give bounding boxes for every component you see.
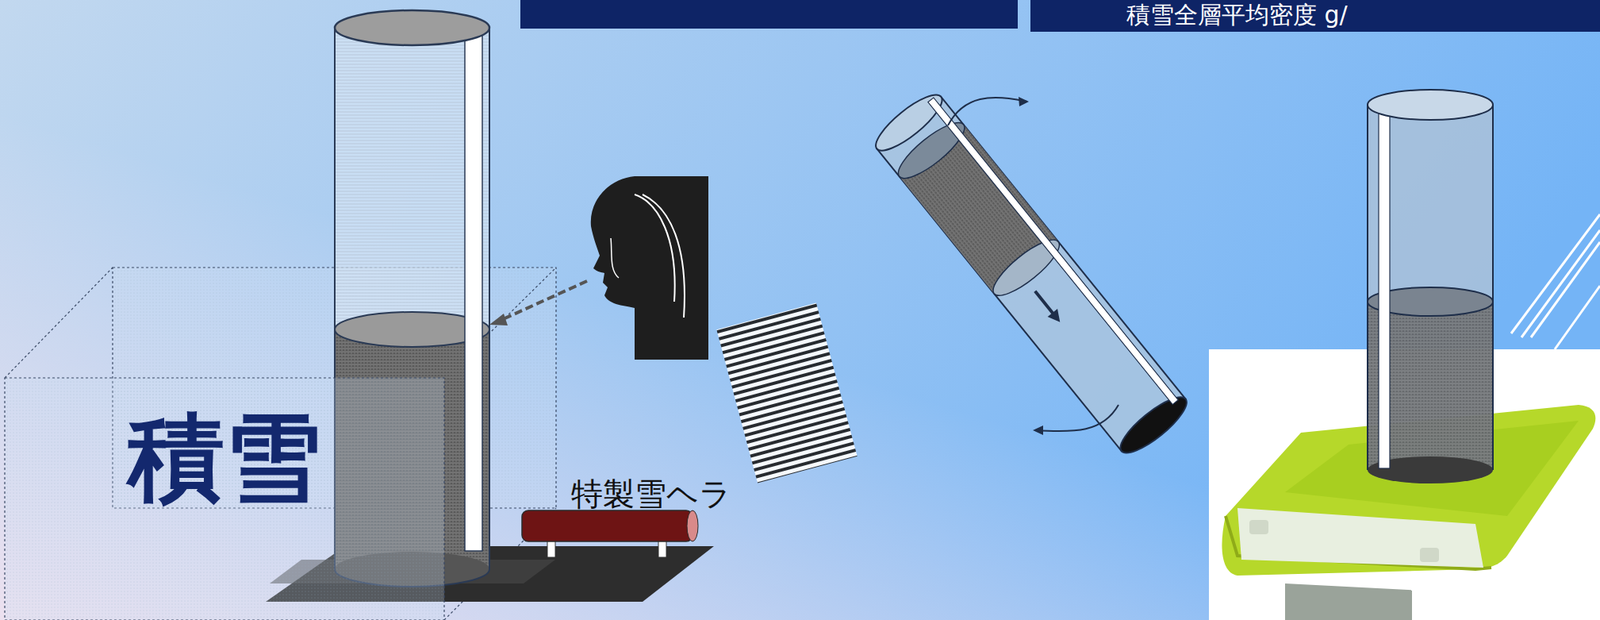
node-title: 積雪 [127, 409, 322, 507]
tool-label: 特製雪ヘラ [571, 475, 732, 511]
header-text: 積雪全層平均密度 g/ [1126, 1, 1348, 28]
snow-block: 積雪 [4, 377, 445, 620]
